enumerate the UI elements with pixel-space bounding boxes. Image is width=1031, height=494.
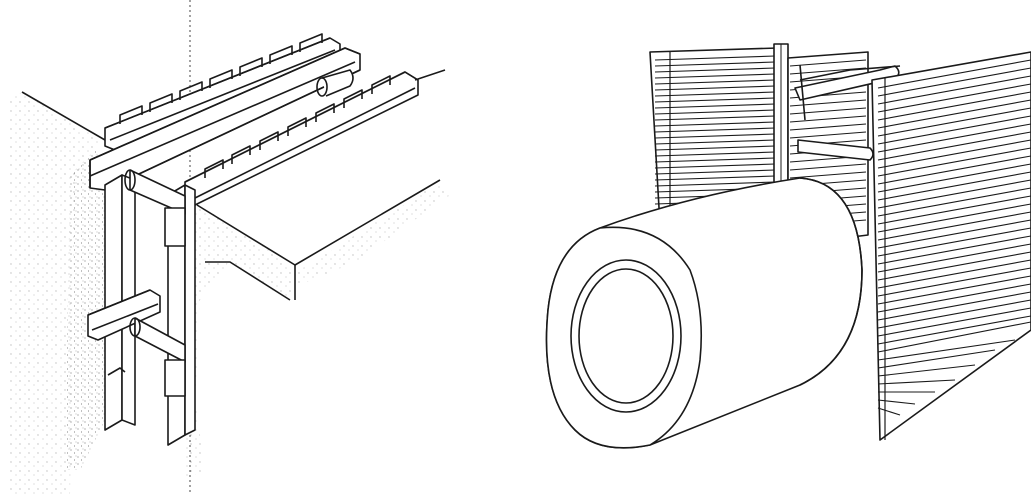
top-waler-right	[184, 69, 446, 206]
ground-surface	[10, 0, 450, 494]
front-waler	[89, 47, 361, 191]
upper-strut	[316, 69, 354, 97]
lower-waler	[87, 289, 161, 341]
left-figure	[10, 0, 450, 494]
pipe-segment	[545, 177, 863, 449]
right-figure	[545, 43, 1031, 449]
cleat-blocks	[107, 207, 186, 397]
back-left-sheet-wall	[649, 47, 779, 226]
front-right-sheet-wall	[871, 51, 1031, 441]
